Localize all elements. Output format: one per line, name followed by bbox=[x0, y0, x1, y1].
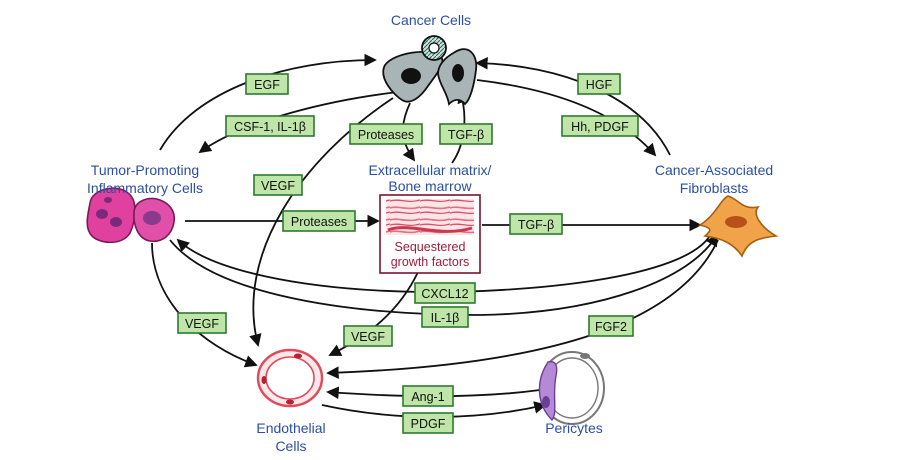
signal-proteases-cancer: Proteases bbox=[349, 123, 423, 145]
signal-ang1: Ang-1 bbox=[402, 385, 454, 407]
endothelial-title-line2: Cells bbox=[275, 438, 306, 454]
svg-text:CSF-1, IL-1β: CSF-1, IL-1β bbox=[234, 120, 306, 134]
signal-cxcl12: CXCL12 bbox=[414, 282, 476, 304]
svg-text:Proteases: Proteases bbox=[358, 128, 414, 142]
svg-text:PDGF: PDGF bbox=[411, 417, 446, 431]
fibroblast-icon bbox=[697, 195, 779, 258]
svg-text:FGF2: FGF2 bbox=[595, 320, 627, 334]
pericytes-icon bbox=[538, 351, 605, 425]
svg-text:CXCL12: CXCL12 bbox=[421, 287, 468, 301]
svg-text:TGF-β: TGF-β bbox=[448, 128, 484, 142]
svg-text:VEGF: VEGF bbox=[261, 179, 295, 193]
svg-text:VEGF: VEGF bbox=[351, 330, 385, 344]
inflammatory-title-line1: Tumor-Promoting bbox=[91, 162, 199, 178]
signal-egf: EGF bbox=[245, 73, 289, 95]
pericytes-title: Pericytes bbox=[545, 420, 603, 436]
svg-text:Ang-1: Ang-1 bbox=[411, 390, 444, 404]
inflammatory-cells-icon bbox=[86, 187, 176, 244]
cancer-cells-icon bbox=[382, 35, 478, 106]
endothelial-cells-icon bbox=[256, 348, 324, 408]
arrow-il1b bbox=[169, 233, 718, 316]
signal-il1b: IL-1β bbox=[421, 306, 469, 328]
svg-text:HGF: HGF bbox=[586, 78, 613, 92]
svg-text:IL-1β: IL-1β bbox=[431, 311, 460, 325]
signal-hh-pdgf: Hh, PDGF bbox=[561, 115, 639, 137]
signal-vegf-ecm: VEGF bbox=[343, 325, 393, 347]
signal-tgfb-fibro: TGF-β bbox=[509, 213, 563, 235]
signal-csf1-il1b: CSF-1, IL-1β bbox=[225, 115, 315, 137]
arrow-hh-pdgf bbox=[476, 79, 657, 157]
signal-vegf-cancer-endo: VEGF bbox=[253, 174, 303, 196]
svg-text:VEGF: VEGF bbox=[185, 317, 219, 331]
ecm-box bbox=[379, 194, 481, 274]
sequestered-line1: Sequestered bbox=[395, 240, 466, 254]
cancer-cells-title: Cancer Cells bbox=[391, 12, 471, 28]
endothelial-title-line1: Endothelial bbox=[256, 420, 325, 436]
fibroblasts-title-line1: Cancer-Associated bbox=[655, 162, 773, 178]
signal-tgfb-ecm: TGF-β bbox=[439, 123, 493, 145]
svg-text:Hh, PDGF: Hh, PDGF bbox=[571, 120, 629, 134]
signal-fgf2: FGF2 bbox=[588, 315, 634, 337]
svg-text:Proteases: Proteases bbox=[291, 215, 347, 229]
signal-pdgf: PDGF bbox=[402, 412, 454, 434]
sequestered-line2: growth factors bbox=[391, 255, 470, 269]
fibroblasts-title-line2: Fibroblasts bbox=[680, 180, 748, 196]
arrow-vegf-inflam bbox=[151, 242, 258, 368]
ecm-title-line2: Bone marrow bbox=[388, 178, 472, 194]
signal-proteases-inflam: Proteases bbox=[282, 210, 356, 232]
signal-vegf-inflam: VEGF bbox=[177, 312, 227, 334]
arrow-vegf-ecm bbox=[328, 271, 419, 356]
svg-text:TGF-β: TGF-β bbox=[518, 218, 554, 232]
signal-hgf: HGF bbox=[577, 73, 621, 95]
arrow-csf1 bbox=[198, 91, 399, 154]
inflammatory-title-line2: Inflammatory Cells bbox=[87, 180, 203, 196]
ecm-title-line1: Extracellular matrix/ bbox=[369, 162, 492, 178]
svg-text:EGF: EGF bbox=[254, 78, 280, 92]
